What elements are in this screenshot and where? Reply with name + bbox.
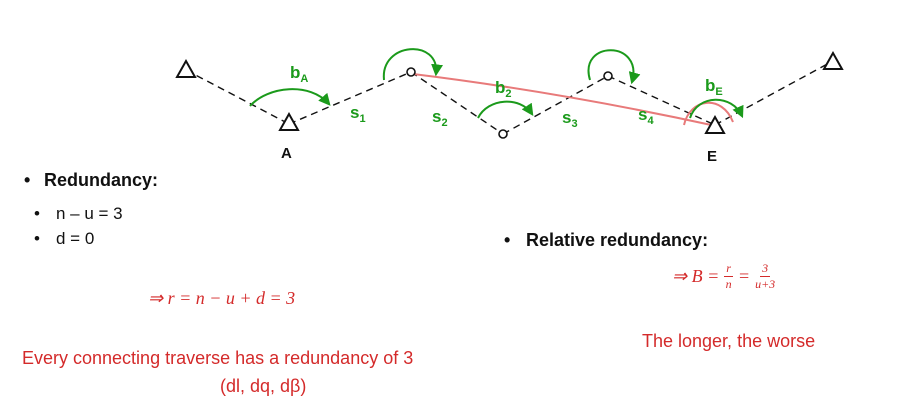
connector-right-dashed — [714, 61, 832, 126]
relative-redundancy-list: Relative redundancy: — [502, 230, 708, 251]
connector-left-dashed — [185, 69, 290, 125]
fraction-denominator: u+3 — [755, 277, 776, 291]
angle-arc-be — [689, 98, 744, 119]
triangle-marker-a — [278, 111, 300, 131]
angle-label-be: bE — [705, 76, 723, 98]
redundancy-item: n – u = 3 — [34, 204, 123, 229]
triangle-marker-right — [822, 50, 844, 70]
closing-arc-e — [683, 101, 734, 126]
angle-arc-b3 — [587, 49, 641, 85]
formula-prefix: ⇒ B = — [672, 266, 720, 286]
angle-label-ba: bA — [290, 63, 308, 85]
closing-line — [412, 73, 717, 127]
traverse-side-s2 — [410, 71, 504, 135]
fraction-3-over-u3: 3 u+3 — [755, 262, 775, 291]
fraction-numerator: r — [724, 261, 733, 277]
longer-worse-note: The longer, the worse — [642, 331, 816, 351]
side-label-s1: s1 — [350, 103, 366, 125]
fraction-numerator: 3 — [760, 261, 771, 277]
formula-equals: = — [737, 266, 751, 286]
point-marker-2 — [498, 129, 508, 139]
relative-redundancy-formula: ⇒ B = r n = 3 u+3 — [672, 262, 775, 291]
relative-redundancy-heading: Relative redundancy: — [502, 230, 708, 251]
traverse-side-s3 — [502, 75, 609, 135]
redundancy-formula: ⇒ r = n − u + d = 3 — [148, 288, 296, 308]
redundancy-heading: Redundancy: — [22, 170, 158, 191]
angle-label-b2: b2 — [495, 78, 512, 100]
angle-arc-b2 — [477, 100, 534, 119]
triangle-marker-left — [175, 58, 197, 78]
fraction-denominator: n — [725, 277, 732, 291]
traverse-side-s1 — [288, 71, 412, 125]
point-label-e: E — [707, 148, 717, 165]
traverse-redundancy-params: (dl, dq, dβ) — [220, 376, 307, 396]
fraction-r-over-n: r n — [724, 262, 733, 291]
redundancy-item: d = 0 — [34, 229, 123, 254]
traverse-redundancy-note: Every connecting traverse has a redundan… — [22, 348, 414, 368]
side-label-s3: s3 — [562, 108, 578, 130]
redundancy-list: Redundancy: — [22, 170, 158, 191]
point-marker-1 — [406, 67, 416, 77]
triangle-marker-e — [704, 114, 726, 134]
side-label-s4: s4 — [638, 105, 654, 127]
angle-arc-ba — [249, 88, 331, 107]
angle-arc-b1 — [382, 48, 444, 81]
traverse-diagram: A E bA b2 bE s1 s2 s3 s4 — [175, 48, 844, 165]
redundancy-items: n – u = 3 d = 0 — [34, 204, 123, 254]
side-label-s2: s2 — [432, 107, 448, 129]
point-label-a: A — [281, 145, 292, 162]
point-marker-3 — [603, 71, 613, 81]
traverse-side-s4 — [607, 75, 716, 126]
